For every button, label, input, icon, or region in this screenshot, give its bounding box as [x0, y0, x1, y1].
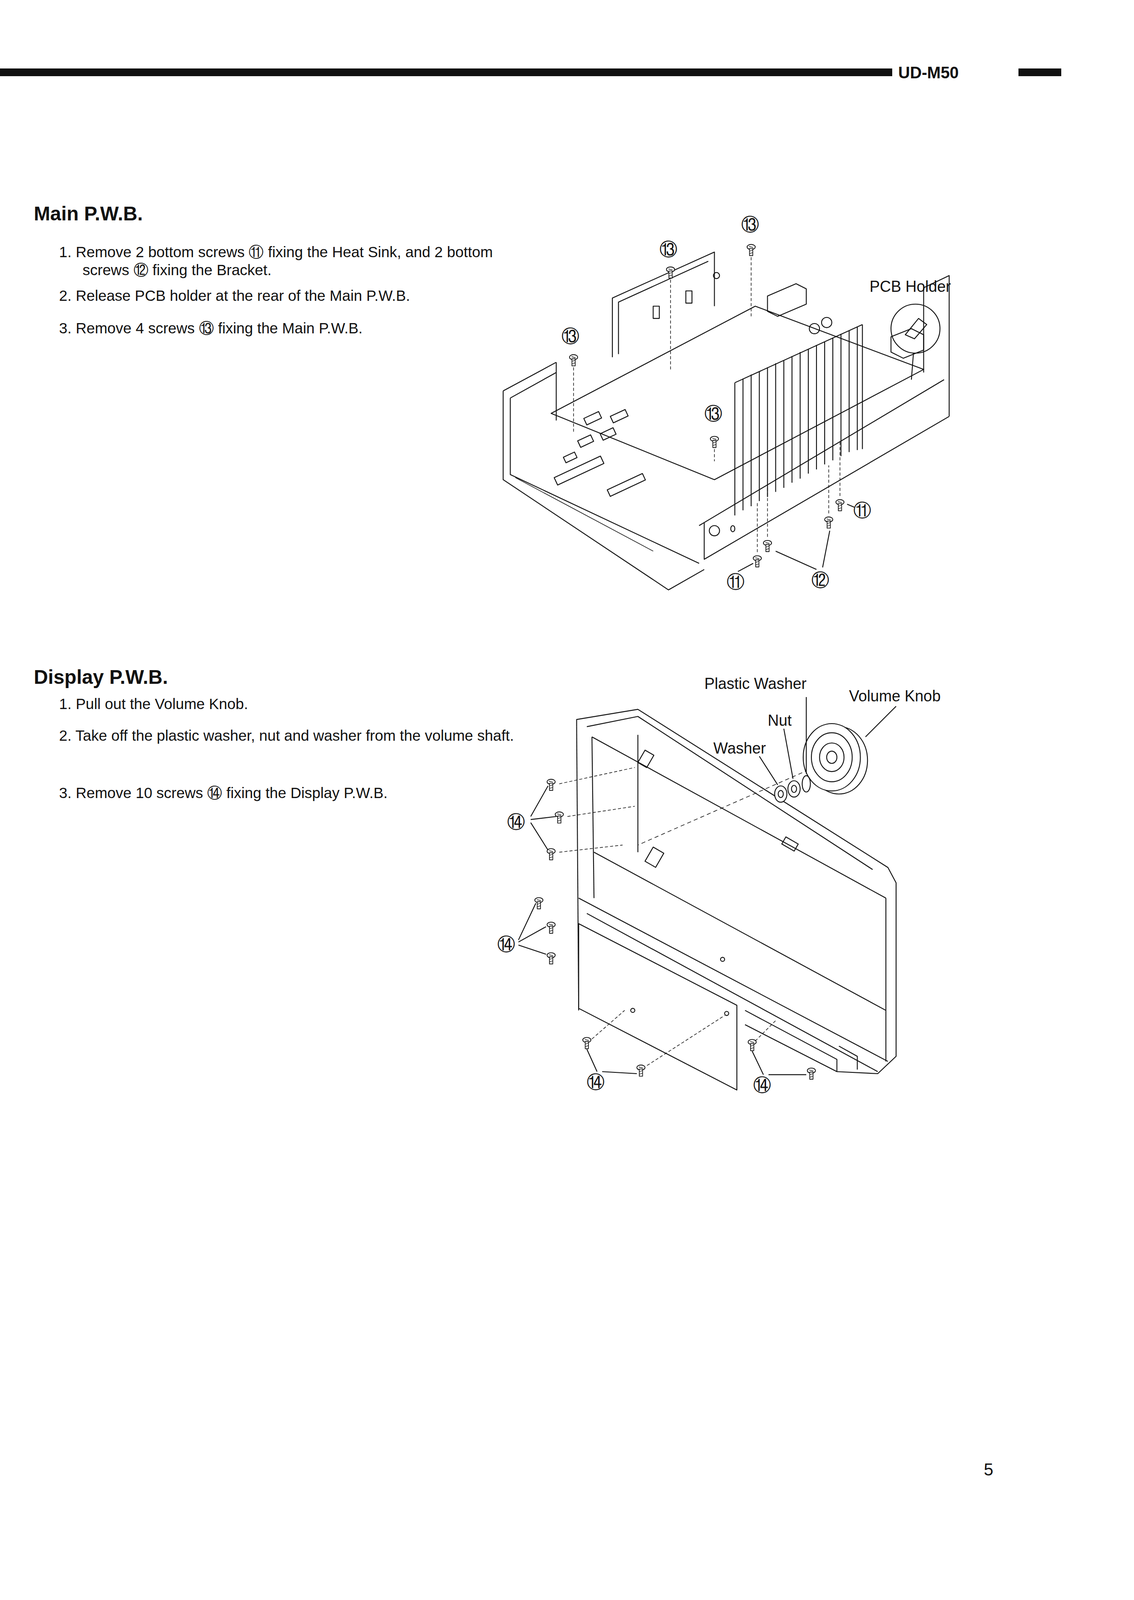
instruction-step: 2. Take off the plastic washer, nut and … [59, 726, 515, 745]
display-screws [518, 767, 816, 1080]
main-chassis [503, 252, 950, 590]
instruction-step: 3. Remove 4 screws ⑬ fixing the Main P.W… [59, 319, 515, 338]
header-bar [0, 68, 893, 77]
volume-knob-parts [638, 697, 897, 846]
header-bar [1018, 68, 1062, 77]
callout-number: ⑭ [507, 811, 526, 833]
callout-number: ⑭ [497, 933, 516, 956]
callout-number: ⑪ [853, 499, 872, 522]
model-name: UD-M50 [898, 63, 959, 84]
part-label: Nut [767, 711, 792, 730]
part-label: Volume Knob [849, 686, 941, 706]
callout-number: ⑪ [726, 571, 745, 593]
callout-number: ⑬ [741, 213, 760, 236]
part-label: PCB Holder [869, 277, 951, 296]
page-number: 5 [983, 1459, 994, 1480]
callout-number: ⑬ [704, 403, 723, 425]
part-label: Washer [713, 739, 766, 758]
section-heading: Display P.W.B. [33, 665, 169, 689]
section-heading: Main P.W.B. [33, 201, 143, 226]
part-label: Plastic Washer [704, 674, 807, 693]
callout-number: ⑭ [586, 1071, 605, 1093]
callout-number: ⑬ [561, 325, 580, 348]
callout-number: ⑭ [753, 1074, 772, 1096]
instruction-step: 2. Release PCB holder at the rear of the… [59, 286, 515, 305]
callout-number: ⑫ [811, 569, 830, 591]
front-panel [576, 709, 897, 1091]
callout-number: ⑬ [659, 238, 678, 261]
instruction-step: 3. Remove 10 screws ⑭ fixing the Display… [59, 783, 515, 802]
instruction-step: 1. Remove 2 bottom screws ⑪ fixing the H… [59, 243, 515, 280]
instruction-step: 1. Pull out the Volume Knob. [59, 694, 515, 713]
